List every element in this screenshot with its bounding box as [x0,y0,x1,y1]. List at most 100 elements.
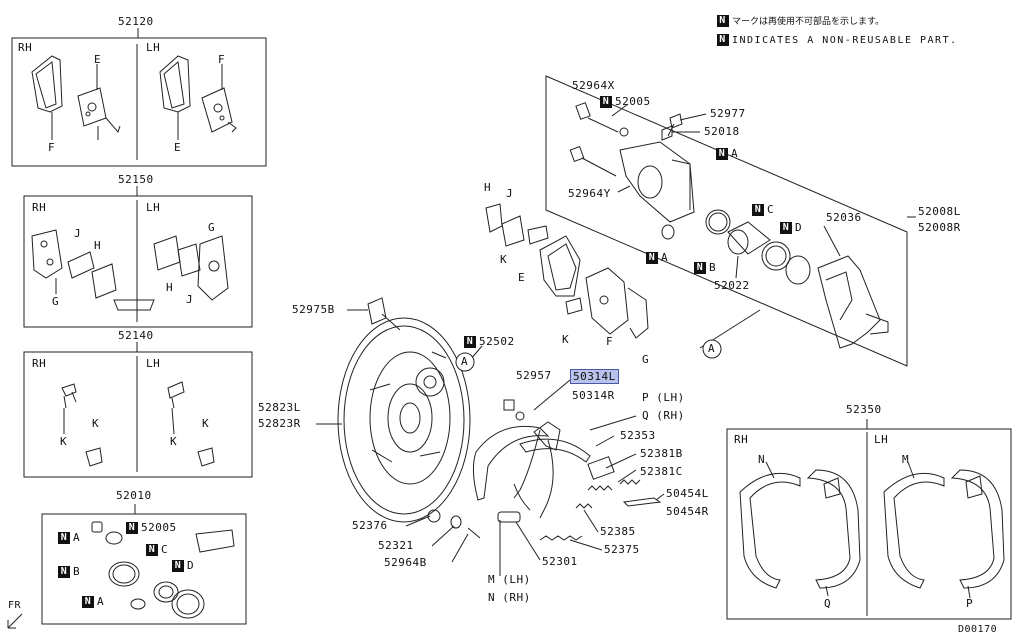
callout-n: N [758,453,766,466]
callout-h: H [94,239,102,252]
callout-50454l[interactable]: 50454L [666,487,709,500]
kit-box-52120 [11,37,267,167]
callout-52022[interactable]: 52022 [714,279,750,292]
callout-e: E [94,53,102,66]
callout-e: E [518,271,526,284]
kit-box-52350 [726,428,1012,620]
side-label-rh: RH [32,357,47,370]
callout-p-lh: P (LH) [642,391,685,404]
callout-g-lh: G [208,221,216,234]
circle-a-label: A [461,355,469,368]
callout-52301[interactable]: 52301 [542,555,578,568]
side-label-rh: RH [18,41,33,54]
kit-box-52140 [23,351,253,478]
callout-j-lh: J [186,293,194,306]
callout-52964y[interactable]: 52964Y [568,187,611,200]
callout-k-4: K [202,417,210,430]
caliper-body [619,141,695,223]
side-label-rh: RH [32,201,47,214]
callout-52385[interactable]: 52385 [600,525,636,538]
caliper-bracket [817,255,881,349]
callout-52957[interactable]: 52957 [516,369,552,382]
callout-52381c[interactable]: 52381C [640,465,683,478]
diagram-code: D00170 [958,624,998,635]
callout-k-3: K [170,435,178,448]
callout-k: K [500,253,508,266]
callout-n-rh: N (RH) [488,591,531,604]
callout-q-rh: Q (RH) [642,409,685,422]
side-label-lh: LH [146,41,161,54]
callout-52376[interactable]: 52376 [352,519,388,532]
brake-shoe-main [472,425,550,501]
callout-52036[interactable]: 52036 [826,211,862,224]
callout-f-lh: F [218,53,226,66]
callout-f: F [48,141,56,154]
callout-52375[interactable]: 52375 [604,543,640,556]
kit-box-52010 [41,513,247,625]
callout-52353[interactable]: 52353 [620,429,656,442]
assembly-52008r[interactable]: 52008R [918,221,961,234]
side-label-lh: LH [874,433,889,446]
kit-number-52120[interactable]: 52120 [118,15,154,28]
callout-50314l-highlighted[interactable]: 50314L [570,369,619,384]
caliper-box [545,75,908,367]
callout-h-lh: H [166,281,174,294]
kit-box-52150 [23,195,253,328]
callout-52018[interactable]: 52018 [704,125,740,138]
callout-52964b[interactable]: 52964B [384,556,427,569]
callout-52823l[interactable]: 52823L [258,401,301,414]
callout-52321[interactable]: 52321 [378,539,414,552]
callout-52975b[interactable]: 52975B [292,303,335,316]
callout-k-2: K [562,333,570,346]
callout-52381b[interactable]: 52381B [640,447,683,460]
circle-a-marker [455,352,475,372]
callout-e-lh: E [174,141,182,154]
callout-52823r[interactable]: 52823R [258,417,301,430]
assembly-52008l[interactable]: 52008L [918,205,961,218]
front-label: FR [8,600,22,611]
kit-number-52010[interactable]: 52010 [116,489,152,502]
circle-a-label: A [708,342,716,355]
callout-50314r[interactable]: 50314R [572,389,615,402]
circle-a-marker-2 [702,339,722,359]
kit-number-52140[interactable]: 52140 [118,329,154,342]
callout-k-2: K [92,417,100,430]
side-label-rh: RH [734,433,749,446]
kit-number-52150[interactable]: 52150 [118,173,154,186]
callout-k: K [60,435,68,448]
side-label-lh: LH [146,201,161,214]
rotor-outer [337,317,471,523]
callout-h: H [484,181,492,194]
callout-m-lh: M (LH) [488,573,531,586]
callout-52977[interactable]: 52977 [710,107,746,120]
callout-50454r[interactable]: 50454R [666,505,709,518]
callout-g: G [52,295,60,308]
callout-q: Q [824,597,832,610]
callout-52964x[interactable]: 52964X [572,79,615,92]
side-label-lh: LH [146,357,161,370]
callout-f: F [606,335,614,348]
callout-g: G [642,353,650,366]
callout-m: M [902,453,910,466]
callout-j: J [74,227,82,240]
kit-number-52350[interactable]: 52350 [846,403,882,416]
callout-j: J [506,187,514,200]
callout-p: P [966,597,974,610]
